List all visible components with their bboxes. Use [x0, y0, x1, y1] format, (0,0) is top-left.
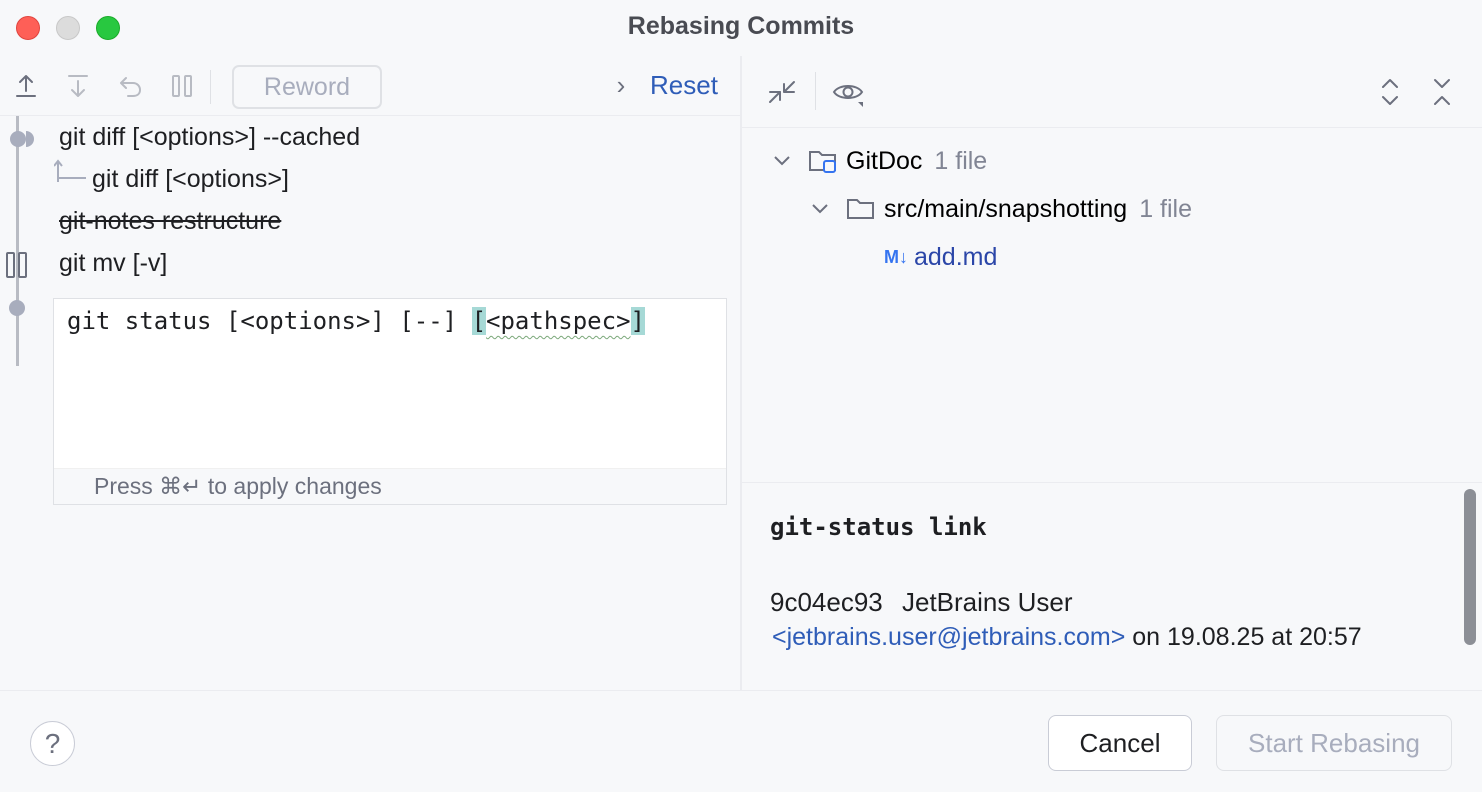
commit-subject: git-status link: [770, 513, 987, 541]
module-folder-icon: [809, 151, 836, 173]
chevron-down-icon[interactable]: [770, 149, 794, 173]
toolbar-separator: [210, 70, 211, 104]
chevron-right-icon[interactable]: ›: [616, 70, 626, 100]
help-button[interactable]: ?: [30, 721, 75, 766]
changes-toolbar: [742, 56, 1482, 128]
commit-message: git mv [-v]: [59, 249, 168, 277]
commit-author: JetBrains User: [902, 587, 1073, 617]
start-rebasing-button[interactable]: Start Rebasing: [1216, 715, 1452, 771]
collapse-arrows-icon[interactable]: [764, 74, 800, 110]
commit-node-icon: [10, 131, 26, 147]
maximize-window-button[interactable]: [96, 16, 120, 40]
commit-date: on 19.08.25 at 20:57: [1125, 623, 1362, 651]
changes-pane: GitDoc 1 file src/main/snapshotting 1 fi…: [742, 56, 1482, 690]
fixup-arrow-icon: [54, 159, 86, 182]
tree-node-folder[interactable]: src/main/snapshotting 1 file: [808, 189, 1192, 229]
move-down-icon[interactable]: [62, 70, 94, 102]
title-bar: Rebasing Commits: [0, 0, 1482, 56]
changes-tree: GitDoc 1 file src/main/snapshotting 1 fi…: [742, 128, 1482, 482]
editor-footer: Press ⌘↵ to apply changes: [54, 468, 726, 504]
commit-hash[interactable]: 9c04ec93: [770, 587, 883, 617]
commit-message: git diff [<options>]: [92, 165, 289, 193]
collapse-all-icon[interactable]: [1424, 74, 1460, 110]
window-title: Rebasing Commits: [627, 12, 855, 40]
reword-button[interactable]: Reword: [232, 65, 382, 109]
expand-all-icon[interactable]: [1372, 74, 1408, 110]
markdown-file-icon: M↓: [884, 246, 908, 267]
commit-message: git diff [<options>] --cached: [59, 123, 361, 151]
apply-changes-hint: Press ⌘↵ to apply changes: [94, 473, 382, 499]
eye-icon[interactable]: [830, 74, 866, 110]
chevron-down-icon[interactable]: [808, 197, 832, 221]
file-name: add.md: [914, 242, 998, 271]
pause-icon[interactable]: [166, 70, 198, 102]
tree-node-root[interactable]: GitDoc 1 file: [770, 141, 987, 181]
commit-node-icon: [9, 300, 25, 316]
details-scrollbar[interactable]: [1464, 489, 1476, 645]
commit-message: git-notes restructure: [59, 207, 282, 235]
file-count: 1 file: [1139, 194, 1192, 223]
commit-list-pane: Reword › Reset git diff [<options>] --ca…: [0, 56, 741, 690]
toolbar-separator: [815, 72, 816, 110]
folder-icon: [847, 199, 874, 219]
minimize-window-button[interactable]: [56, 16, 80, 40]
move-up-icon[interactable]: [10, 70, 42, 102]
commit-pick-indicator-icon: [26, 131, 34, 147]
file-count: 1 file: [934, 146, 988, 175]
dialog-footer: ? Cancel Start Rebasing: [0, 690, 1482, 792]
tree-node-label: src/main/snapshotting: [884, 194, 1128, 223]
commit-email-date: <jetbrains.user@jetbrains.com> on 19.08.…: [772, 623, 1362, 652]
tree-node-file[interactable]: M↓ add.md: [884, 237, 997, 277]
author-email-link[interactable]: <jetbrains.user@jetbrains.com>: [772, 623, 1126, 651]
editor-text-plain: git status [<options>] [--]: [67, 307, 472, 335]
commit-details: git-status link 9c04ec93 JetBrains User …: [742, 482, 1482, 690]
editor-text[interactable]: git status [<options>] [--] [<pathspec>]: [67, 307, 645, 335]
cancel-button[interactable]: Cancel: [1048, 715, 1192, 771]
undo-icon[interactable]: [114, 70, 146, 102]
pane-divider[interactable]: [740, 56, 742, 690]
paused-commit-icon: [6, 252, 27, 278]
commit-graph-line: [16, 116, 19, 366]
bracket-highlight-close: ]: [630, 307, 645, 335]
commit-toolbar: Reword › Reset: [0, 56, 741, 116]
commit-meta: 9c04ec93 JetBrains User: [770, 587, 1073, 618]
spellcheck-word: <pathspec>: [486, 307, 631, 335]
tree-node-label: GitDoc: [846, 146, 923, 175]
close-window-button[interactable]: [16, 16, 40, 40]
commit-message-editor[interactable]: git status [<options>] [--] [<pathspec>]…: [53, 298, 727, 505]
reset-link[interactable]: Reset: [650, 70, 718, 100]
bracket-highlight-open: [: [471, 307, 487, 335]
